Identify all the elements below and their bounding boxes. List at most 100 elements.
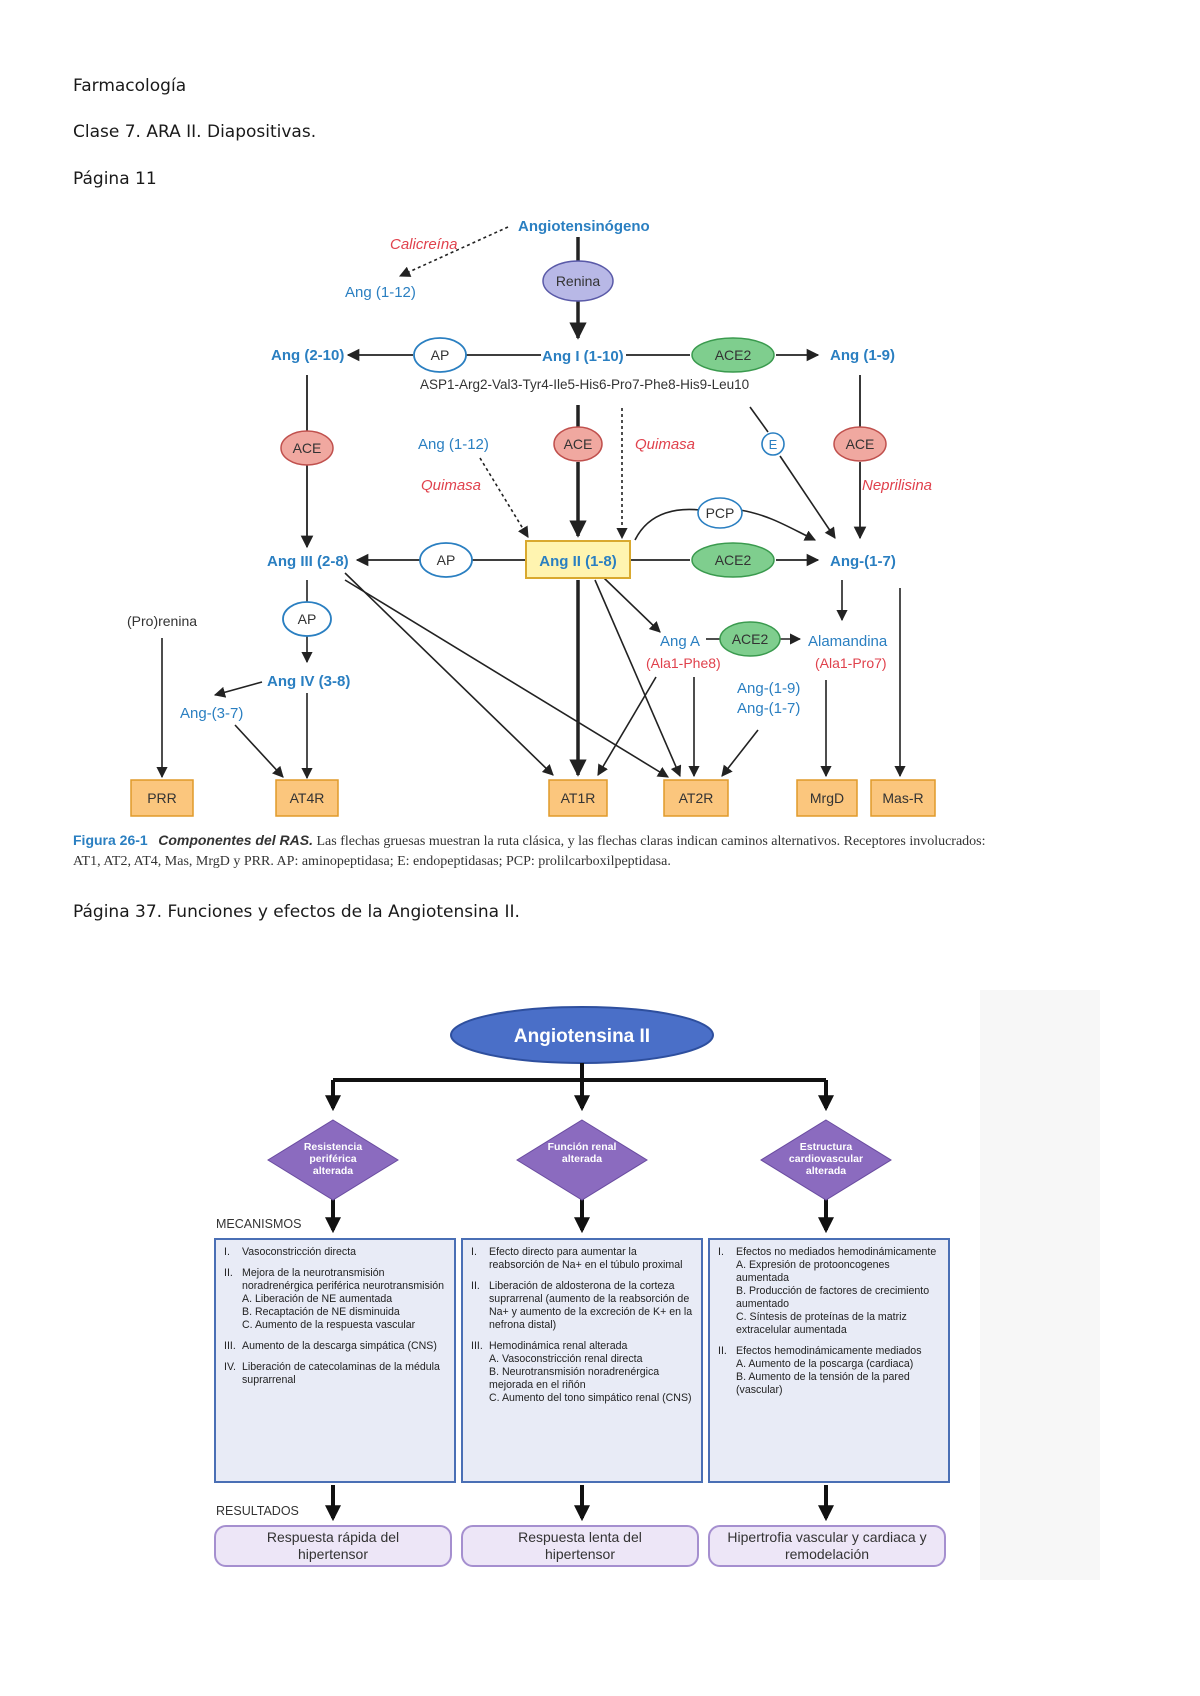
mechanism-subitem: A. Vasoconstricción renal directa bbox=[489, 1353, 643, 1365]
renina-enzyme bbox=[542, 260, 614, 302]
result-label-rapid: Respuesta rápida del hipertensor bbox=[266, 1529, 400, 1562]
ap-label-3: AP bbox=[298, 611, 317, 627]
mechanism-numeral: II. bbox=[224, 1267, 233, 1279]
result-label-hypertrophy: Hipertrofia vascular y cardiaca y remode… bbox=[727, 1529, 927, 1562]
mechanism-subitem: C. Aumento del tono simpático renal (CNS… bbox=[489, 1392, 692, 1404]
ang-3-7-label: Ang-(3-7) bbox=[180, 705, 243, 722]
caption-text: Las flechas gruesas muestran la ruta clá… bbox=[73, 834, 986, 869]
figure-caption: Figura 26-1 Componentes del RAS. Las fle… bbox=[73, 830, 1013, 872]
mechanism-item: II. Mejora de la neurotransmisión noradre… bbox=[224, 1267, 446, 1332]
e-label: E bbox=[769, 437, 778, 452]
pcp-enzyme bbox=[697, 497, 743, 529]
mechanism-text: Liberación de catecolaminas de la médula… bbox=[242, 1361, 440, 1386]
diamond-cardiovascular-structure bbox=[760, 1119, 892, 1201]
mechanism-item: IV.Liberación de catecolaminas de la méd… bbox=[224, 1361, 446, 1387]
mrgd-label: MrgD bbox=[810, 790, 844, 806]
mechanism-subitem: B. Producción de factores de crecimiento… bbox=[736, 1285, 930, 1310]
mechanism-numeral: II. bbox=[718, 1345, 727, 1357]
ang-1-12-mid-label: Ang (1-12) bbox=[418, 436, 489, 453]
mechanism-subitem: B. Neurotransmisión noradrenérgica mejor… bbox=[489, 1366, 660, 1391]
pcp-label: PCP bbox=[706, 505, 735, 521]
ap-enzyme-2 bbox=[419, 542, 473, 578]
at2r-receptor bbox=[663, 779, 729, 817]
quimasa-left-label: Quimasa bbox=[421, 477, 481, 494]
alamandina-label: Alamandina bbox=[808, 633, 888, 650]
mechanism-sublist: A. Aumento de la poscarga (cardiaca)B. A… bbox=[736, 1358, 940, 1397]
mechanism-text: Efecto directo para aumentar la reabsorc… bbox=[489, 1246, 683, 1271]
mechanisms-box-renal: I. Efecto directo para aumentar la reabso… bbox=[461, 1238, 703, 1483]
ace2-label-3: ACE2 bbox=[732, 631, 769, 647]
diamond-label-3: Estructura cardiovascular alterada bbox=[788, 1141, 864, 1177]
ala-pro-label: (Ala1-Pro7) bbox=[815, 655, 887, 671]
mechanism-numeral: II. bbox=[471, 1280, 480, 1292]
ang-a-label: Ang A bbox=[660, 633, 700, 650]
mechanism-body: Vasoconstricción directa bbox=[242, 1246, 356, 1259]
ang-1-7-label: Ang-(1-7) bbox=[830, 553, 896, 570]
result-box-rapid: Respuesta rápida del hipertensor bbox=[214, 1525, 452, 1567]
mechanism-text: Hemodinámica renal alterada bbox=[489, 1340, 628, 1352]
document-lecture: Clase 7. ARA II. Diapositivas. bbox=[73, 122, 317, 142]
ap-enzyme-1 bbox=[413, 337, 467, 373]
at1r-receptor bbox=[548, 779, 608, 817]
mechanism-numeral: III. bbox=[471, 1340, 483, 1352]
prr-label: PRR bbox=[147, 790, 177, 806]
ap-label-2: AP bbox=[437, 552, 456, 568]
quimasa-right-label: Quimasa bbox=[635, 436, 695, 453]
mechanism-text: Efectos no mediados hemodinámicamente bbox=[736, 1246, 937, 1258]
sequence-label: ASP1-Arg2-Val3-Tyr4-Ile5-His6-Pro7-Phe8-… bbox=[420, 377, 749, 392]
page-reference-1: Página 11 bbox=[73, 169, 157, 189]
document-subject: Farmacología bbox=[73, 76, 187, 96]
mechanism-item: II. Liberación de aldosterona de la corte… bbox=[471, 1280, 693, 1332]
mrgd-receptor bbox=[796, 779, 858, 817]
mechanism-text: Efectos hemodinámicamente mediados bbox=[736, 1345, 922, 1357]
masr-label: Mas-R bbox=[882, 790, 923, 806]
mechanism-body: Aumento de la descarga simpática (CNS) bbox=[242, 1340, 437, 1353]
ap-label-1: AP bbox=[431, 347, 450, 363]
ace-center-label: ACE bbox=[564, 436, 593, 452]
mechanism-body: Liberación de aldosterona de la corteza … bbox=[489, 1280, 693, 1332]
mechanism-sublist: A. Expresión de protooncogenes aumentada… bbox=[736, 1259, 940, 1337]
ang-i-label: Ang I (1-10) bbox=[542, 348, 624, 365]
result-label-slow: Respuesta lenta del hipertensor bbox=[518, 1529, 642, 1562]
mechanism-subitem: B. Recaptación de NE disminuida bbox=[242, 1306, 400, 1318]
result-box-slow: Respuesta lenta del hipertensor bbox=[461, 1525, 699, 1567]
mechanism-item: III. Aumento de la descarga simpática (CN… bbox=[224, 1340, 446, 1353]
diamond-renal-function bbox=[516, 1119, 648, 1201]
ala-phe-label: (Ala1-Phe8) bbox=[646, 655, 721, 671]
ang-iii-label: Ang III (2-8) bbox=[267, 553, 349, 570]
mechanism-numeral: I. bbox=[471, 1246, 477, 1258]
ang-iv-label: Ang IV (3-8) bbox=[267, 673, 350, 690]
diamond-peripheral-resistance bbox=[267, 1119, 399, 1201]
caption-figure-title: Componentes del RAS. bbox=[158, 832, 313, 848]
prr-receptor bbox=[130, 779, 194, 817]
mechanism-subitem: C. Síntesis de proteínas de la matriz ex… bbox=[736, 1311, 907, 1336]
mechanism-numeral: III. bbox=[224, 1340, 236, 1352]
ang-1-9-label: Ang (1-9) bbox=[830, 347, 895, 364]
ras-components-diagram: Angiotensinógeno Calicreína Renina Ang (… bbox=[127, 218, 936, 817]
ace-enzyme-left bbox=[280, 430, 334, 466]
diamond-label-1: Resistencia periférica alterada bbox=[303, 1141, 363, 1177]
result-box-hypertrophy: Hipertrofia vascular y cardiaca y remode… bbox=[708, 1525, 946, 1567]
caption-figure-number: Figura 26-1 bbox=[73, 832, 148, 848]
diamond-label-2: Función renal alterada bbox=[547, 1141, 617, 1165]
ace2-label-2: ACE2 bbox=[715, 552, 752, 568]
ang-1-9b-label: Ang-(1-9) bbox=[737, 680, 800, 697]
ang-ii-box bbox=[525, 540, 631, 579]
ace-left-label: ACE bbox=[293, 440, 322, 456]
mechanism-numeral: I. bbox=[718, 1246, 724, 1258]
ace2-enzyme-1 bbox=[691, 337, 775, 373]
at4r-receptor bbox=[275, 779, 339, 817]
ap-enzyme-3 bbox=[282, 601, 332, 637]
mechanism-text: Mejora de la neurotransmisión noradrenér… bbox=[242, 1267, 444, 1292]
mechanism-subitem: C. Aumento de la respuesta vascular bbox=[242, 1319, 416, 1331]
mechanism-numeral: I. bbox=[224, 1246, 230, 1258]
mechanism-item: I. Vasoconstricción directa bbox=[224, 1246, 446, 1259]
page-reference-2: Página 37. Funciones y efectos de la Ang… bbox=[73, 902, 520, 922]
endopeptidase-enzyme bbox=[761, 432, 785, 456]
